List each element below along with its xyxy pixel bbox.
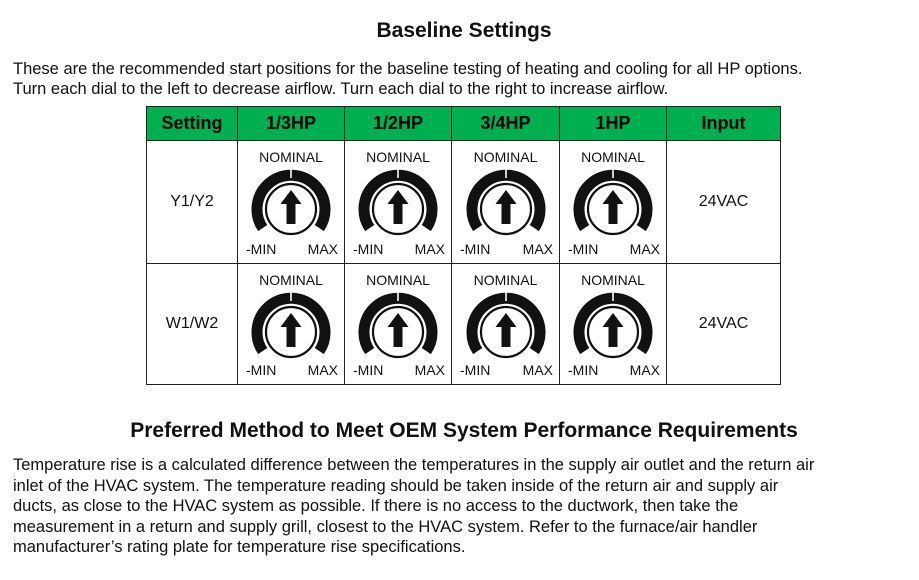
header-one-third-hp: 1/3HP — [237, 106, 345, 141]
nominal-label: NOMINAL — [366, 149, 430, 165]
arrow-up-icon — [495, 190, 516, 224]
min-label: -MIN — [460, 241, 491, 257]
arrow-up-icon — [280, 190, 302, 224]
min-label: -MIN — [246, 241, 277, 257]
dial-cell: NOMINAL -MIN MAX — [344, 263, 452, 385]
header-setting: Setting — [146, 106, 238, 141]
dial-cell: NOMINAL -MIN MAX — [451, 140, 560, 264]
airflow-dial: NOMINAL -MIN MAX — [238, 141, 344, 263]
dial-cell: NOMINAL -MIN MAX — [344, 140, 452, 264]
header-input: Input — [666, 106, 781, 141]
dial-knob-graphic — [358, 292, 438, 359]
header-three-quarter-hp: 3/4HP — [451, 106, 560, 141]
min-label: -MIN — [568, 241, 599, 257]
arrow-up-icon — [495, 313, 516, 347]
body-line: manufacturer’s rating plate for temperat… — [13, 538, 466, 557]
airflow-dial: NOMINAL -MIN MAX — [345, 141, 451, 263]
dial-cell: NOMINAL -MIN MAX — [559, 140, 667, 264]
max-label: MAX — [414, 241, 445, 257]
dial-knob-graphic — [251, 169, 331, 236]
baseline-settings-table: Setting 1/3HP 1/2HP 3/4HP 1HP Input Y1/Y… — [146, 106, 781, 385]
body-line: Temperature rise is a calculated differe… — [13, 456, 815, 474]
input-cell: 24VAC — [666, 263, 781, 385]
nominal-label: NOMINAL — [473, 149, 538, 165]
dial-cell: NOMINAL -MIN MAX — [559, 263, 667, 385]
body-line: ducts, as close to the HVAC system as po… — [13, 497, 739, 516]
nominal-label: NOMINAL — [259, 149, 323, 165]
preferred-method-title: Preferred Method to Meet OEM System Perf… — [130, 419, 798, 442]
nominal-label: NOMINAL — [581, 149, 645, 165]
dial-cell: NOMINAL -MIN MAX — [451, 263, 560, 385]
input-cell: 24VAC — [666, 140, 781, 264]
airflow-dial: NOMINAL -MIN MAX — [345, 264, 451, 384]
setting-cell: Y1/Y2 — [146, 140, 238, 264]
body-line: measurement in a return and supply grill… — [13, 517, 758, 536]
dial-knob-graphic — [466, 169, 545, 236]
max-label: MAX — [629, 362, 660, 378]
nominal-label: NOMINAL — [259, 272, 323, 288]
dial-knob-graphic — [251, 292, 331, 359]
intro-line: Turn each dial to the left to decrease a… — [13, 80, 669, 98]
min-label: -MIN — [246, 362, 277, 378]
header-one-half-hp: 1/2HP — [344, 106, 452, 141]
max-label: MAX — [414, 362, 445, 378]
airflow-dial: NOMINAL -MIN MAX — [452, 264, 559, 384]
airflow-dial: NOMINAL -MIN MAX — [560, 141, 666, 263]
body-line: inlet of the HVAC system. The temperatur… — [13, 476, 779, 495]
nominal-label: NOMINAL — [581, 272, 645, 288]
arrow-up-icon — [280, 313, 302, 347]
preferred-method-body: Temperature rise is a calculated differe… — [13, 455, 913, 558]
setting-cell: W1/W2 — [146, 263, 238, 385]
max-label: MAX — [307, 362, 338, 378]
arrow-up-icon — [387, 313, 409, 347]
nominal-label: NOMINAL — [473, 272, 538, 288]
min-label: -MIN — [353, 241, 384, 257]
baseline-settings-title: Baseline Settings — [376, 19, 552, 42]
dial-cell: NOMINAL -MIN MAX — [237, 140, 345, 264]
dial-knob-graphic — [358, 169, 438, 236]
max-label: MAX — [522, 362, 553, 378]
arrow-up-icon — [387, 190, 409, 224]
dial-knob-graphic — [466, 292, 545, 359]
arrow-up-icon — [602, 190, 624, 224]
max-label: MAX — [307, 241, 338, 257]
arrow-up-icon — [602, 313, 624, 347]
max-label: MAX — [522, 241, 553, 257]
min-label: -MIN — [568, 362, 599, 378]
airflow-dial: NOMINAL -MIN MAX — [238, 264, 344, 384]
max-label: MAX — [629, 241, 660, 257]
min-label: -MIN — [460, 362, 491, 378]
nominal-label: NOMINAL — [366, 272, 430, 288]
header-one-hp: 1HP — [559, 106, 667, 141]
baseline-intro: These are the recommended start position… — [13, 59, 913, 99]
dial-cell: NOMINAL -MIN MAX — [237, 263, 345, 385]
dial-knob-graphic — [573, 292, 653, 359]
min-label: -MIN — [353, 362, 384, 378]
intro-line: These are the recommended start position… — [13, 60, 803, 78]
table-header-row: Setting 1/3HP 1/2HP 3/4HP 1HP Input — [146, 106, 781, 141]
airflow-dial: NOMINAL -MIN MAX — [560, 264, 666, 384]
dial-knob-graphic — [573, 169, 653, 236]
airflow-dial: NOMINAL -MIN MAX — [452, 141, 559, 263]
